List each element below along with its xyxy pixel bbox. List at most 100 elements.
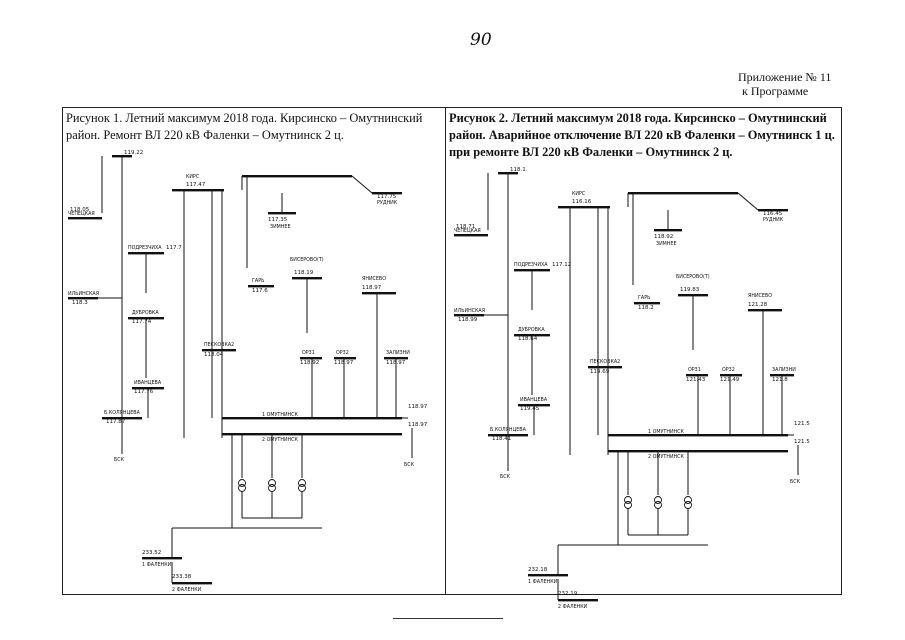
transformer-winding — [684, 496, 692, 504]
falenki1-label: 1 ФАЛЕНКИ — [142, 562, 172, 568]
ilinsk-bus — [68, 297, 98, 300]
yanis-label: ЯНИСЕВО — [362, 276, 386, 282]
falenki2-label: 2 ФАЛЕНКИ — [172, 587, 202, 593]
kirs-voltage: 116.16 — [572, 199, 592, 205]
biserovo-voltage: 118.19 — [294, 270, 314, 276]
falenki2-voltage: 232.19 — [558, 591, 578, 597]
top-bus-voltage: 118.1 — [510, 167, 526, 173]
biserovo-label: БИСЕРОВО(Т) — [676, 274, 710, 280]
wire — [737, 192, 759, 211]
figure-2-caption-line-3: при ремонте ВЛ 220 кВ Фаленки – Омутнинс… — [449, 145, 733, 159]
page-number: 90 — [470, 30, 492, 50]
podrezh-voltage: 117.7 — [166, 245, 182, 251]
falenki2-voltage: 233.38 — [172, 574, 192, 580]
gar-bus — [248, 285, 274, 288]
transformer-winding — [298, 484, 306, 492]
omut-voltage: 118.97 — [408, 404, 428, 410]
omut2-label: 2 ОМУТНИНСК — [648, 454, 684, 460]
falenki2-label: 2 ФАЛЕНКИ — [558, 604, 588, 610]
transformer-winding — [624, 501, 632, 509]
rudnik-bus — [372, 192, 402, 195]
kirs-voltage: 117.47 — [186, 182, 206, 188]
bkol-bus — [488, 434, 528, 437]
appendix-line-1: Приложение № 11 — [738, 70, 832, 84]
rudnik-voltage: 116.45 — [763, 211, 783, 217]
peskov-label: ПЕСКОВКА2 — [590, 359, 620, 365]
bkol-voltage: 118.41 — [492, 436, 511, 442]
zimnee-voltage: 118.92 — [654, 234, 673, 240]
gar-voltage: 118.2 — [638, 305, 654, 311]
yanis-label: ЯНИСЕВО — [748, 293, 772, 299]
podrezh-label: ПОДРЕЗЧИХА — [128, 245, 162, 251]
podrezh-voltage: 117.12 — [552, 262, 571, 268]
falenki1-bus — [142, 557, 182, 560]
wire — [351, 175, 373, 194]
zimnee-label: ЗИМНЕЕ — [270, 224, 290, 230]
or31-label: ОР31 — [302, 350, 315, 356]
chepets-voltage: 118.05 — [70, 207, 90, 213]
or32-label: ОР32 — [336, 350, 349, 356]
figures-frame — [62, 107, 842, 595]
bsk-2-label: БСК — [404, 462, 415, 468]
omut1-label: 1 ОМУТНИНСК — [262, 412, 298, 418]
top-line-bus — [628, 192, 738, 195]
bsk-label: БСК — [500, 474, 511, 480]
bsk-2-label: БСК — [790, 479, 801, 485]
or31-bus — [686, 374, 708, 377]
gar-label: ГАРЬ — [252, 278, 264, 284]
kirs-label: КИРС — [572, 191, 586, 197]
falenki1-voltage: 232.18 — [528, 567, 548, 573]
bkol-label: Б.КОЛЯНЦЕВА — [490, 427, 527, 433]
gar-bus — [634, 302, 660, 305]
falenki1-voltage: 233.52 — [142, 550, 161, 556]
or31-voltage: 118.92 — [300, 360, 319, 366]
ivanceva-voltage: 117.76 — [134, 389, 154, 395]
ilinsk-label: ИЛЬИНСКАЯ — [68, 291, 99, 297]
figure-2-caption: Рисунок 2. Летний максимум 2018 года. Ки… — [449, 110, 841, 161]
yanis-voltage: 118.97 — [362, 285, 382, 291]
bkol-label: Б.КОЛЯНЦЕВА — [104, 410, 141, 416]
chepets-bus — [68, 217, 102, 220]
biserovo-voltage: 119.83 — [680, 287, 700, 293]
transformer-winding — [238, 484, 246, 492]
transformer-winding — [298, 479, 306, 487]
omut2-label: 2 ОМУТНИНСК — [262, 437, 298, 443]
omut1-label: 1 ОМУТНИНСК — [648, 429, 684, 435]
or32-bus — [720, 374, 742, 377]
omut2-bus — [608, 450, 788, 453]
transformer-winding — [684, 501, 692, 509]
or32-label: ОР32 — [722, 367, 735, 373]
figures-divider — [445, 107, 446, 595]
transformer-winding — [654, 496, 662, 504]
rudnik-voltage: 117.75 — [377, 194, 397, 200]
falenki2-bus — [558, 599, 598, 602]
zimnee-label: ЗИМНЕЕ — [656, 241, 676, 247]
gar-label: ГАРЬ — [638, 295, 650, 301]
transformer-winding — [624, 496, 632, 504]
falenki2-bus — [172, 582, 212, 585]
dubrov-voltage: 118.64 — [518, 336, 538, 342]
omut1-bus — [222, 417, 402, 420]
ilinsk-bus — [454, 314, 484, 317]
transformer-winding — [268, 479, 276, 487]
ivanceva-voltage: 119.45 — [520, 406, 540, 412]
ilinsk-voltage: 118.3 — [72, 300, 88, 306]
falenki1-bus — [528, 574, 568, 577]
peskov-bus — [202, 349, 236, 352]
or31-label: ОР31 — [688, 367, 701, 373]
figure-1-caption-line-2: район. Ремонт ВЛ 220 кВ Фаленки – Омутни… — [66, 128, 344, 142]
ivanceva-label: ИВАНЦЕВА — [134, 380, 162, 386]
zimnee-bus — [654, 229, 682, 232]
rudnik-bus — [758, 209, 788, 212]
figure-2-scheme: 118.1ЧЕПЕЦКАЯ118.71ИЛЬИНСКАЯ118.99КИРС11… — [454, 167, 810, 610]
top-bus-voltage: 119.22 — [124, 150, 143, 156]
bsk-label: БСК — [114, 457, 125, 463]
kirs-bus — [558, 206, 610, 209]
chepets-bus — [454, 234, 488, 237]
peskov-voltage: 118.04 — [204, 352, 224, 358]
omut2-bus — [222, 433, 402, 436]
appendix-note: Приложение № 11 к Программе — [738, 70, 831, 98]
omut-voltage-2: 121.5 — [794, 439, 810, 445]
zimnee-voltage: 117.35 — [268, 217, 288, 223]
